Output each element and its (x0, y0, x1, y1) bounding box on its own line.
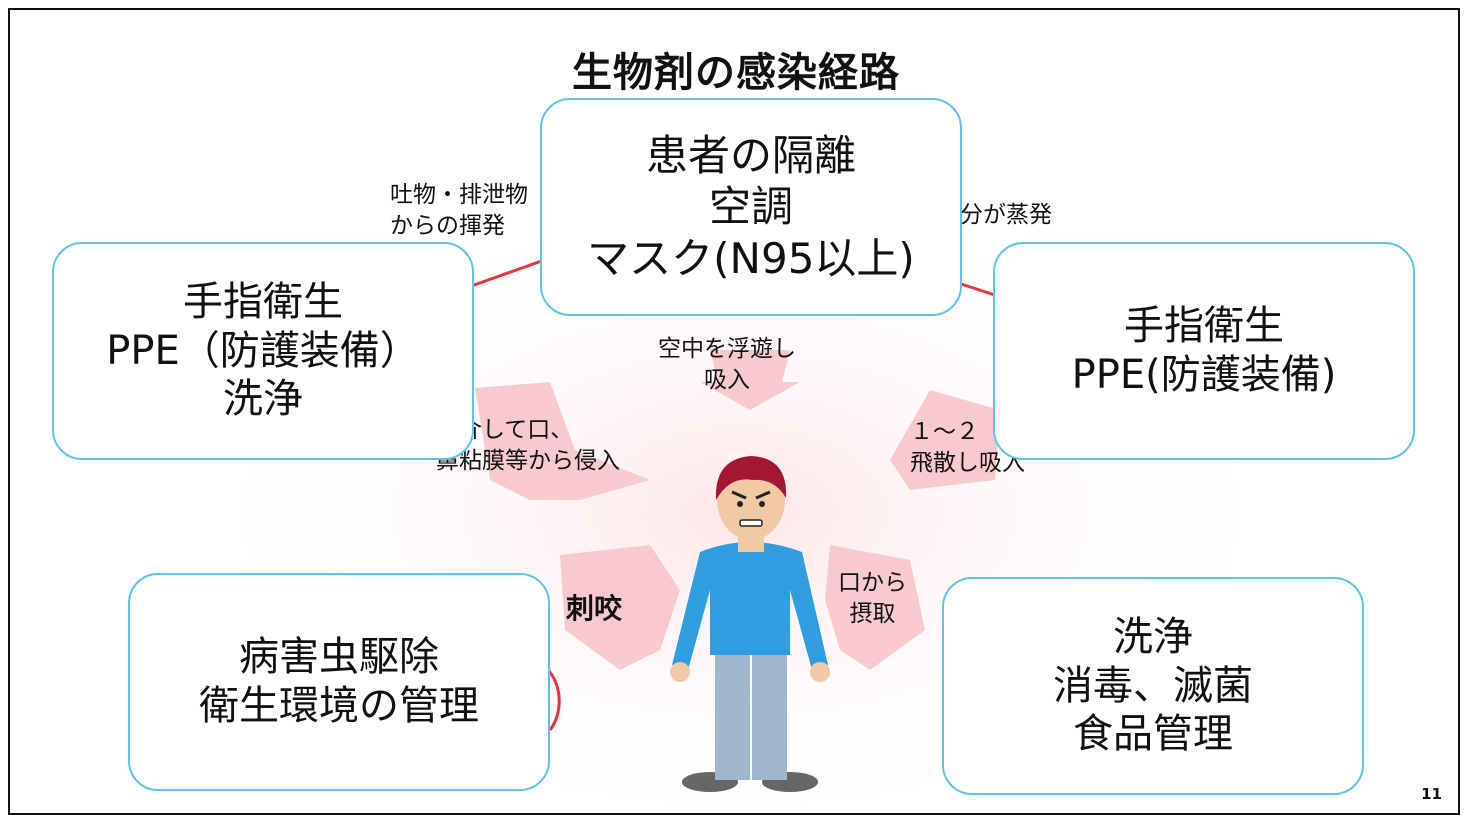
label-evaporation: 分が蒸発 (960, 202, 1052, 228)
mouth (739, 519, 763, 527)
box-isolation-line1: 患者の隔離 (645, 131, 856, 181)
left-leg (715, 640, 750, 780)
left-eyebrow (731, 490, 747, 500)
label-airborne: 空中を浮遊し 吸入 (658, 334, 796, 396)
box-isolation: 患者の隔離 空調 マスク(N95以上) (540, 98, 962, 316)
label-vomit-line2: からの揮発 (390, 213, 505, 240)
box-isolation-line3: マスク(N95以上) (587, 233, 915, 283)
red-arc-bottom-left (546, 668, 561, 731)
arrow-airborne (700, 350, 800, 410)
right-leg (752, 640, 787, 780)
box-cleaning-line1: 洗浄 (1113, 613, 1193, 660)
box-right-line1: 手指衛生 (1124, 303, 1284, 350)
box-pest-control: 病害虫駆除 衛生環境の管理 (128, 573, 550, 791)
left-hand (670, 662, 690, 682)
shirt (672, 542, 828, 670)
box-cleaning-line3: 食品管理 (1073, 711, 1233, 758)
label-oral-line1: 口から (838, 570, 907, 596)
slide: 生物剤の感染経路 吐物・排泄物 からの揮発 分が蒸発 空中を浮遊し 吸入 を介し… (8, 8, 1460, 815)
box-right-line2: PPE(防護装備) (1071, 352, 1337, 398)
right-eye (759, 501, 765, 507)
box-pest-line1: 病害虫駆除 (239, 634, 439, 681)
label-oral: 口から 摂取 (838, 568, 907, 630)
slide-title: 生物剤の感染経路 (572, 50, 900, 96)
label-vomit: 吐物・排泄物 からの揮発 (390, 180, 528, 242)
box-left-line1: 手指衛生 (183, 278, 343, 325)
box-hand-hygiene-left: 手指衛生 PPE（防護装備） 洗浄 (52, 242, 474, 460)
page-number: 11 (1421, 785, 1442, 803)
arrow-sting (560, 545, 680, 670)
label-sting: 刺咬 (566, 592, 623, 625)
box-isolation-line2: 空調 (708, 182, 793, 232)
label-vomit-line1: 吐物・排泄物 (390, 182, 528, 208)
hair (715, 456, 787, 500)
right-hand (810, 662, 830, 682)
arrow-droplet (890, 390, 1000, 490)
left-eye (737, 501, 743, 507)
arrow-oral (825, 545, 925, 670)
box-left-line2: PPE（防護装備） (106, 327, 420, 374)
label-airborne-line2: 吸入 (704, 367, 750, 394)
red-connector-left (459, 256, 551, 292)
label-airborne-line1: 空中を浮遊し (658, 336, 796, 362)
label-droplet-line1: １～２ (910, 419, 979, 445)
box-hand-hygiene-right: 手指衛生 PPE(防護装備) (993, 242, 1415, 460)
arrow-contact (475, 382, 650, 500)
box-cleaning: 洗浄 消毒、滅菌 食品管理 (942, 577, 1364, 795)
box-cleaning-line2: 消毒、滅菌 (1053, 662, 1253, 709)
label-oral-line2: 摂取 (849, 601, 896, 628)
label-contact-line2: 鼻粘膜等から侵入 (436, 448, 620, 475)
person-illustration (670, 456, 830, 792)
box-pest-line2: 衛生環境の管理 (199, 683, 479, 729)
right-eyebrow (755, 490, 771, 500)
box-left-line3: 洗浄 (223, 376, 303, 423)
